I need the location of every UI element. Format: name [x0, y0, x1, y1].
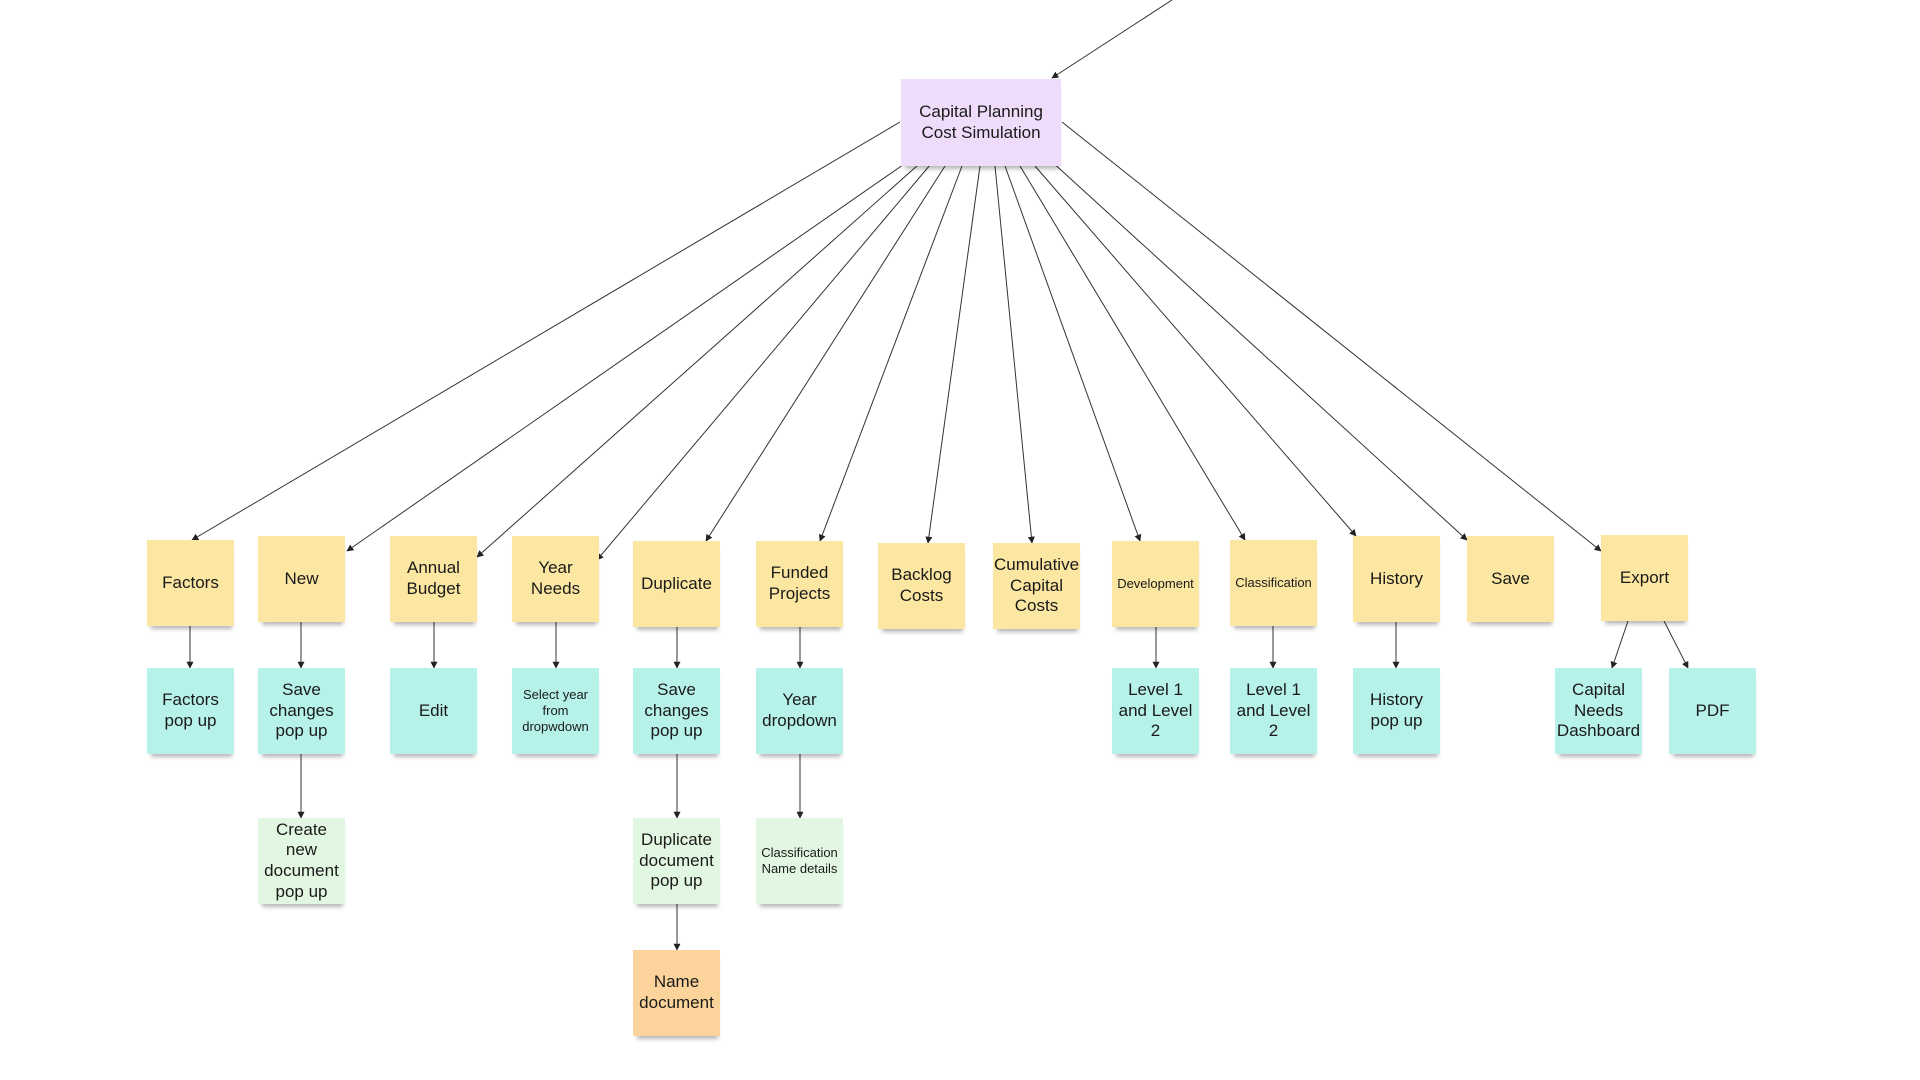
grandchild-label: Create new document pop up: [264, 819, 339, 901]
child-label: Save changes pop up: [644, 679, 709, 741]
root-to-branch-arrow: [1034, 165, 1357, 537]
branch-node-backlog-costs[interactable]: Backlog Costs: [878, 543, 965, 629]
export-to-pdf-arrow: [1663, 620, 1689, 669]
child-node-level-1-and-level-2-classification[interactable]: Level 1 and Level 2: [1230, 668, 1317, 754]
root-to-branch-arrow: [1004, 165, 1142, 542]
child-node-pdf[interactable]: PDF: [1669, 668, 1756, 754]
child-label: Factors pop up: [162, 690, 219, 730]
branch-label: New: [284, 568, 319, 588]
branch-node-development[interactable]: Development: [1112, 541, 1199, 627]
branch-label: Backlog Costs: [891, 565, 952, 605]
child-node-history-pop-up[interactable]: History pop up: [1353, 668, 1440, 754]
grandchild-label: Duplicate document pop up: [639, 829, 714, 891]
branch-node-factors[interactable]: Factors: [147, 540, 234, 626]
root-to-branch-arrow: [994, 165, 1035, 544]
export-to-dashboard-arrow: [1610, 620, 1629, 669]
child-node-select-year[interactable]: Select year from dropwdown: [512, 668, 599, 754]
branch-node-annual-budget[interactable]: Annual Budget: [390, 536, 477, 622]
child-label: Edit: [418, 700, 449, 720]
child-node-edit[interactable]: Edit: [390, 668, 477, 754]
root-to-branch-arrow: [925, 165, 981, 544]
branch-label: Funded Projects: [768, 563, 831, 603]
root-to-branch-arrow: [818, 165, 963, 542]
branch-node-year-needs[interactable]: Year Needs: [512, 536, 599, 622]
child-label: PDF: [1695, 700, 1730, 720]
grandchild-node-classification-name-details[interactable]: Classification Name details: [756, 818, 843, 904]
branch-label: Cumulative Capital Costs: [993, 554, 1080, 616]
branch-label: Save: [1491, 568, 1530, 588]
great-grandchild-label: Name document: [639, 972, 714, 1012]
grandchild-label: Classification Name details: [761, 845, 838, 876]
branch-label: Annual Budget: [406, 558, 461, 598]
child-label: Level 1 and Level 2: [1236, 679, 1311, 741]
child-node-save-changes-pop-up[interactable]: Save changes pop up: [258, 668, 345, 754]
branch-label: Development: [1117, 576, 1194, 592]
root-to-branch-arrow: [1019, 165, 1246, 541]
root-to-branch-arrow: [705, 165, 946, 542]
child-node-capital-needs-dashboard[interactable]: Capital Needs Dashboard: [1555, 668, 1642, 754]
root-to-branch-arrow: [191, 121, 901, 541]
branch-label: Export: [1619, 567, 1670, 587]
branch-label: Factors: [162, 572, 219, 592]
grandchild-node-create-new-document-pop-up[interactable]: Create new document pop up: [258, 818, 345, 904]
branch-node-duplicate[interactable]: Duplicate: [633, 541, 720, 627]
child-node-level-1-and-level-2[interactable]: Level 1 and Level 2: [1112, 668, 1199, 754]
branch-node-classification[interactable]: Classification: [1230, 540, 1317, 626]
child-label: Year dropdown: [762, 690, 837, 730]
incoming-connector-arrow: [1051, 0, 1173, 79]
root-to-branch-arrow: [1049, 159, 1468, 541]
grandchild-node-duplicate-document-pop-up[interactable]: Duplicate document pop up: [633, 818, 720, 904]
branch-label: Classification: [1235, 575, 1312, 591]
child-node-factors-pop-up[interactable]: Factors pop up: [147, 668, 234, 754]
great-grandchild-node-name-document[interactable]: Name document: [633, 950, 720, 1036]
child-label: Select year from dropwdown: [522, 687, 589, 734]
root-node-capital-planning[interactable]: Capital Planning Cost Simulation: [901, 79, 1061, 166]
branch-node-history[interactable]: History: [1353, 536, 1440, 622]
branch-label: History: [1370, 568, 1423, 588]
root-to-branch-arrow: [476, 164, 919, 558]
child-node-save-changes-pop-up-duplicate[interactable]: Save changes pop up: [633, 668, 720, 754]
child-label: Level 1 and Level 2: [1118, 679, 1193, 741]
root-to-branch-arrow: [596, 164, 931, 561]
branch-label: Year Needs: [530, 558, 581, 598]
root-node-label: Capital Planning Cost Simulation: [919, 101, 1043, 142]
child-node-year-dropdown[interactable]: Year dropdown: [756, 668, 843, 754]
branch-node-funded-projects[interactable]: Funded Projects: [756, 541, 843, 627]
branch-node-new[interactable]: New: [258, 536, 345, 622]
branch-node-export[interactable]: Export: [1601, 535, 1688, 621]
root-to-branch-arrow: [346, 159, 911, 552]
branch-node-save[interactable]: Save: [1467, 536, 1554, 622]
branch-node-cumulative-capital-costs[interactable]: Cumulative Capital Costs: [993, 543, 1080, 629]
child-label: History pop up: [1370, 690, 1423, 730]
child-label: Capital Needs Dashboard: [1556, 679, 1641, 741]
child-label: Save changes pop up: [269, 679, 334, 741]
root-to-branch-arrow: [1061, 121, 1602, 552]
branch-label: Duplicate: [641, 573, 712, 593]
